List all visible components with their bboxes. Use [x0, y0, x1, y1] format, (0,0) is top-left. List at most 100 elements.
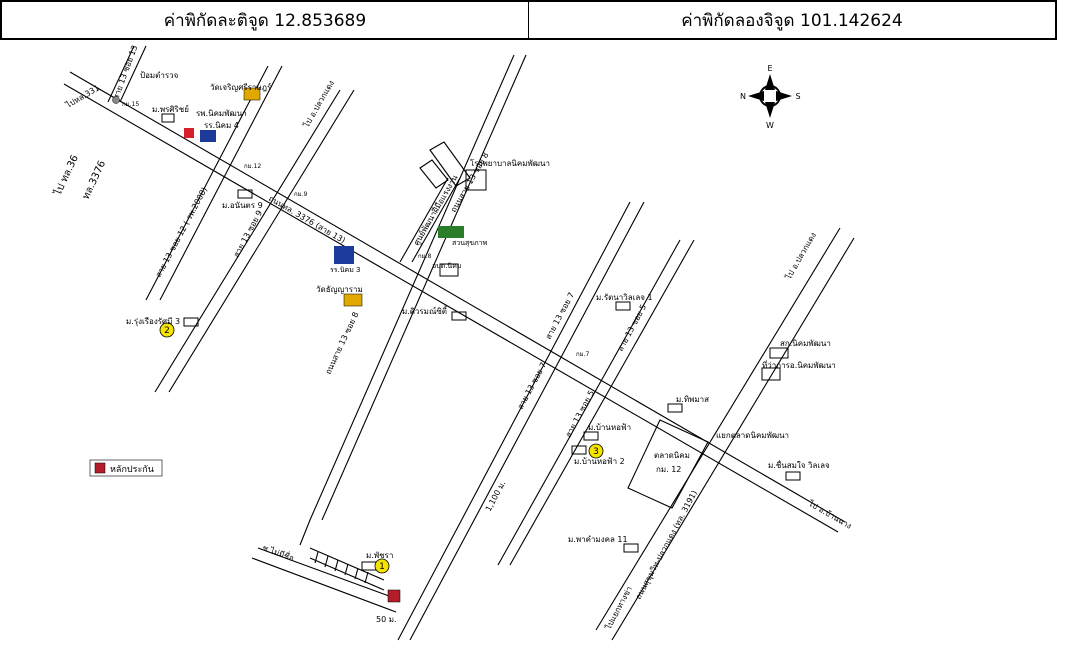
temple2-icon	[343, 293, 363, 307]
road-label-soi13-13: สาย 13 ซอย 13	[111, 44, 139, 101]
latitude-label: ค่าพิกัดละติจูด 12.853689	[163, 10, 367, 31]
hospital2-icon	[465, 169, 487, 191]
compass-arrows	[748, 74, 792, 118]
label-police: ป้อมตำรวจ	[140, 71, 179, 80]
label-km15: กม.15	[122, 101, 139, 108]
soi7-road-b	[409, 201, 645, 641]
label-village-phattara: ม.พัชรา	[366, 551, 393, 560]
label-village-chuen: ม.ชื่นสมใจ วิลเลจ	[768, 459, 830, 470]
village-thipmas-icon	[667, 403, 683, 413]
marker2-label: 2	[164, 326, 170, 336]
school3-icon	[334, 246, 354, 264]
label-km8: กม.8	[418, 253, 431, 260]
label-km9: กม.9	[294, 191, 307, 198]
marker2-circle	[159, 322, 175, 338]
compass-e-label: E	[767, 64, 772, 73]
legend-swatch	[94, 462, 106, 474]
pattana-center-outline	[429, 141, 471, 187]
road-label-soi13-8b: ถนนสาย 13 ซอย 8	[324, 311, 361, 376]
coop-icon	[769, 347, 789, 359]
label-coop: สก.นิคมพัฒนา	[780, 339, 831, 348]
village-icon	[161, 113, 175, 123]
row-block-dividers	[314, 551, 369, 584]
collateral-marker-icon	[387, 589, 401, 603]
road-label-soi13-7b: สาย 13 ซอย 7	[516, 361, 548, 411]
village-phattara-icon	[361, 561, 377, 571]
map-canvas: E W N S ไปหล.331 ไป ทล.36 ทล.3376 สาย 13…	[51, 44, 855, 641]
place-icons	[112, 87, 801, 603]
label-village-banhorfa2: ม.บ้านหอฟ้า 2	[574, 457, 625, 466]
marker3-label: 3	[593, 447, 599, 457]
label-km12: กม.12	[244, 163, 261, 170]
main-road-edge-bottom	[63, 83, 839, 533]
marker3-circle	[588, 443, 604, 459]
marker1-circle	[374, 558, 390, 574]
soi13-13-road-b	[119, 45, 147, 103]
label-hospital2: โรงพยาบาลนิคมพัฒนา	[470, 158, 550, 168]
label-district-office: อบต.นิคม	[432, 262, 462, 270]
market-block	[627, 419, 709, 509]
park-outline	[419, 159, 449, 189]
long-road-b	[321, 54, 527, 521]
park-icon	[438, 226, 464, 238]
legend: หลักประกัน	[89, 459, 163, 477]
label-village-siwaron: ม.ศิวรมณ์ซิตี้	[402, 305, 448, 316]
compass: E W N S	[740, 64, 801, 130]
soi12-road-b	[159, 65, 283, 301]
main-road-edge-top	[69, 71, 846, 523]
alley-road-a	[257, 547, 401, 601]
row-block-top	[309, 547, 385, 581]
district-office-icon	[439, 263, 459, 277]
row-block-bottom	[309, 557, 385, 591]
soi7-road-a	[397, 201, 631, 641]
label-km7: กม.7	[576, 351, 589, 358]
longitude-cell: ค่าพิกัดลองจิจูด 101.142624	[528, 0, 1057, 40]
label-village-anan: ม.อนันตร 9	[222, 201, 263, 210]
road-label-maisi: ซ.ไม่มีชื่อ	[261, 542, 296, 564]
soi13-13-road-a	[107, 45, 135, 103]
compass-w-label: W	[766, 121, 774, 130]
sukhumvit-road-a	[595, 227, 841, 631]
label-village-rattana: ม.รัตนาวิลเลจ 1	[596, 293, 653, 302]
compass-n-label: N	[740, 92, 746, 101]
soi5-road-a	[497, 239, 681, 566]
school-icon	[200, 130, 216, 142]
marker1-label: 1	[379, 562, 385, 572]
label-village-phorsiri: ม.พรศิริชย์	[152, 104, 189, 114]
road-label-50: 50 ม.	[376, 615, 397, 624]
label-wat2: วัดธัญญาราม	[316, 285, 363, 294]
legend-box	[89, 459, 163, 477]
admin-office-icon	[761, 367, 781, 381]
road-label-36: ไป ทล.36	[51, 153, 81, 198]
label-park: สวนสุขภาพ	[452, 239, 488, 247]
label-hospital: รพ.นิคมพัฒนา	[196, 109, 247, 118]
label-market: ตลาดนิคม	[654, 451, 690, 460]
hospital-icon	[184, 128, 194, 138]
coordinates-header: ค่าพิกัดละติจูด 12.853689 ค่าพิกัดลองจิจ…	[0, 0, 1065, 40]
label-village-thipmas: ม.ทิพมาส	[676, 395, 709, 404]
road-label-banchang: ไป อ.บ้านฉาง	[806, 498, 853, 530]
soi9-road-b	[168, 89, 355, 393]
village-rung-icon	[183, 317, 199, 327]
village-banhorfa-icon	[583, 431, 599, 441]
police-icon	[112, 96, 120, 104]
village-siwaron-icon	[451, 311, 467, 321]
alley-road-b	[251, 557, 397, 613]
compass-s-label: S	[795, 92, 800, 101]
label-school3: รร.นิคม 3	[330, 266, 361, 274]
village-rattana-icon	[615, 301, 631, 311]
road-label-soi13-9: สาย 13 ซอย 9	[232, 209, 264, 259]
sukhumvit-road-b	[611, 237, 855, 641]
label-village-rung: ม.รุ่งเรืองรัศมี 3	[126, 317, 180, 326]
temple-icon	[243, 87, 261, 101]
village-banhorfa2-icon	[571, 445, 587, 455]
label-village-pakham: ม.พาคำมงคล 11	[568, 535, 628, 544]
road-label-pluakdaeng2: ไป อ.ปลวกแดง	[783, 231, 818, 282]
road-label-soi13-12: สาย 13 ซอย 12 ( รพ.2008)	[154, 186, 209, 279]
village-chuen-icon	[785, 471, 801, 481]
soi9-road-a	[154, 89, 341, 393]
latitude-cell: ค่าพิกัดละติจูด 12.853689	[0, 0, 530, 40]
soi12-road-a	[145, 65, 269, 301]
road-network	[63, 45, 855, 641]
legend-label: หลักประกัน	[110, 465, 154, 475]
